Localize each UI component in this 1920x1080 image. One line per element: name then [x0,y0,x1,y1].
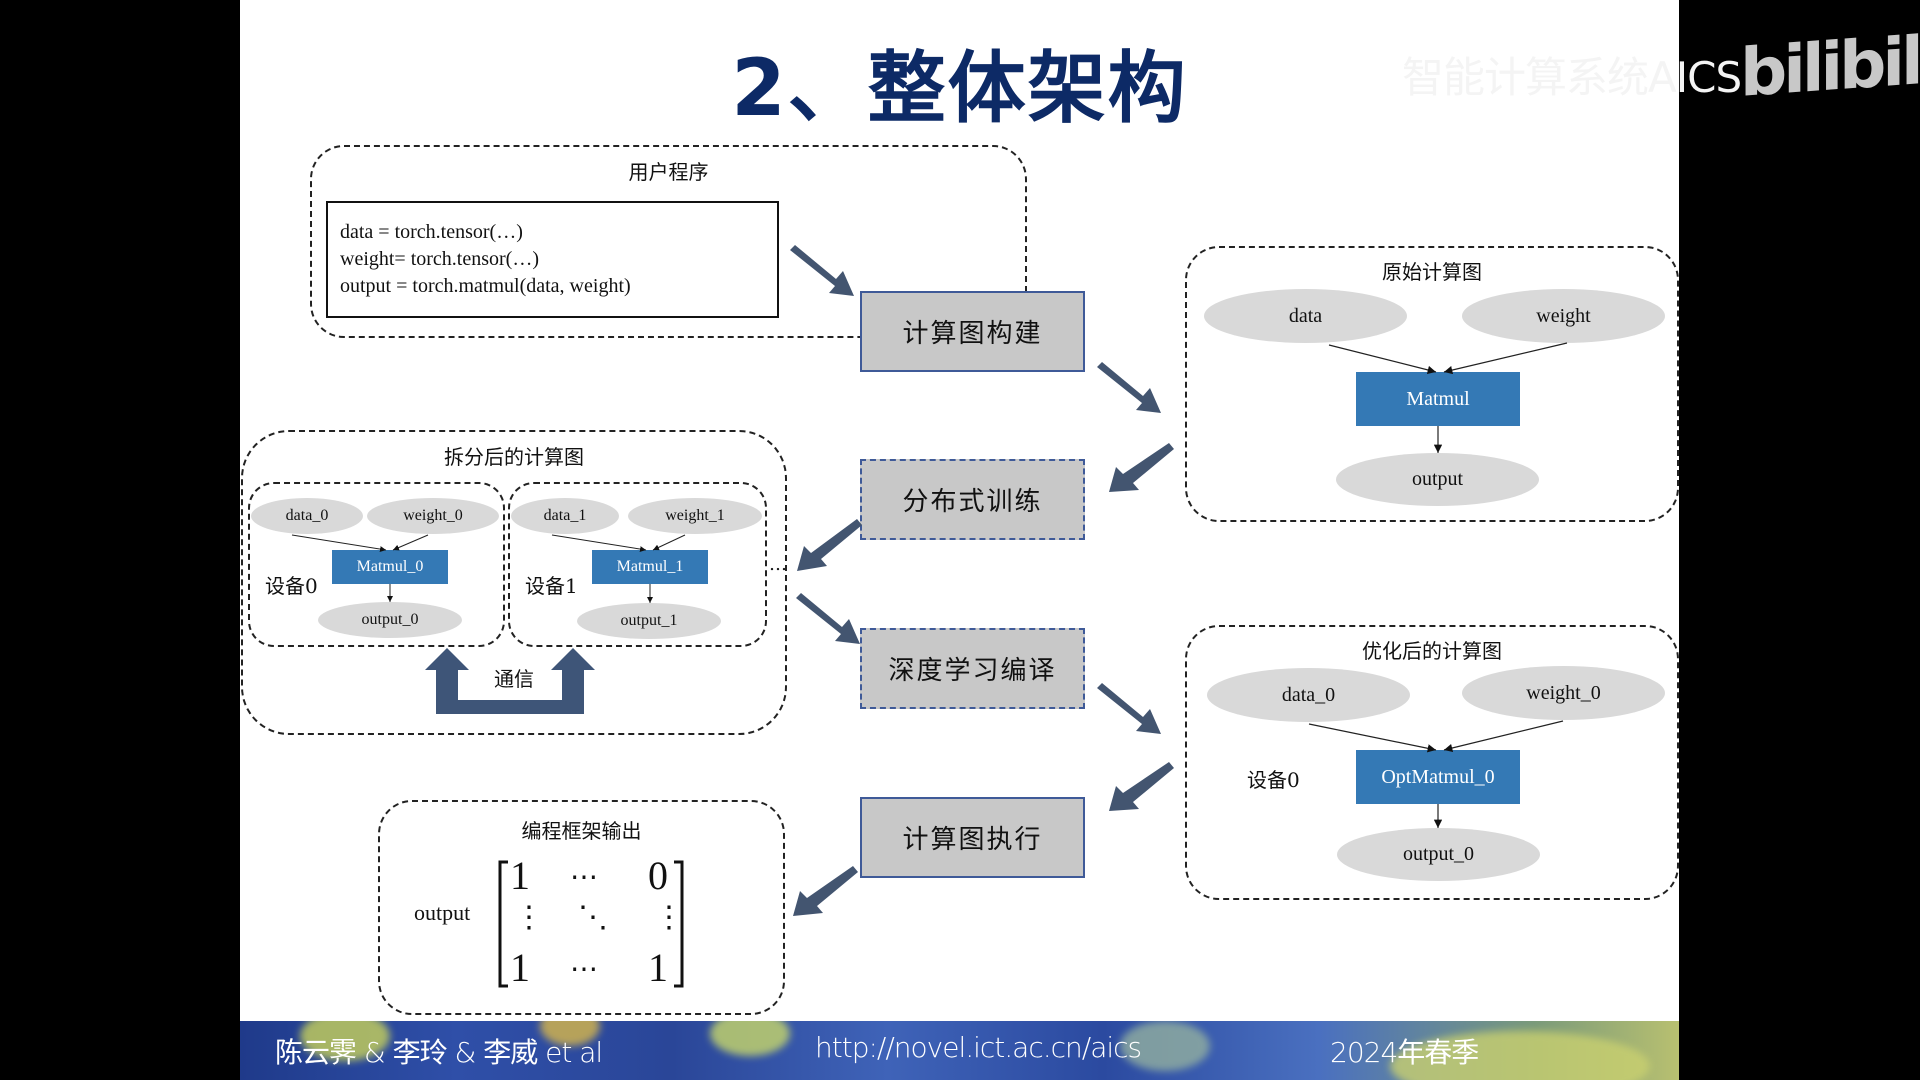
optimized-device-label: 设备0 [1247,768,1300,792]
footer: 陈云霁 & 李玲 & 李威 et al http://novel.ict.ac.… [240,1021,1679,1080]
optimized-graph-title: 优化后的计算图 [1362,639,1502,663]
framework-output-title: 编程框架输出 [521,819,642,843]
code-line: data = torch.tensor(…) [340,221,523,243]
flow-arrow-distributed-to-split [797,519,862,571]
stage-label: 计算图执行 [902,825,1043,855]
code-block: data = torch.tensor(…) weight= torch.ten… [326,201,779,318]
matrix-cell: ⋯ [570,862,598,893]
page-title: 2、整体架构 [731,44,1188,134]
flow-arrow-optimized-to-execute [1109,762,1174,811]
optimized-graph-box: 优化后的计算图 [1185,625,1679,900]
tensor-node-output0-opt: output_0 [1337,828,1540,881]
tensor-node-data: data [1204,289,1407,343]
original-graph-box: 原始计算图 [1185,246,1679,522]
op-node-matmul: Matmul [1356,372,1520,426]
output-label: output [414,900,471,925]
framework-output-box: 编程框架输出 [378,800,785,1015]
matrix-cell: ⋱ [578,901,608,934]
code-line: output = torch.matmul(data, weight) [340,275,631,297]
original-graph-title: 原始计算图 [1382,260,1482,284]
tensor-node-output1: output_1 [577,603,721,639]
more-devices-ellipsis: … [769,554,787,575]
tensor-node-output0: output_0 [318,602,462,638]
footer-term: 2024年春季 [1330,1036,1479,1069]
device0-label: 设备0 [265,574,318,598]
footer-authors: 陈云霁 & 李玲 & 李威 et al [275,1036,603,1069]
flow-arrow-execute-to-output [793,866,858,916]
matrix-cell: ⋯ [570,954,598,985]
stage-distributed-training: 分布式训练 [860,459,1085,540]
code-line: weight= torch.tensor(…) [340,248,540,270]
op-node-matmul1: Matmul_1 [592,550,708,584]
tensor-node-output: output [1336,453,1539,506]
stage-graph-build: 计算图构建 [860,291,1085,372]
matrix-cell: 1 [510,945,530,990]
stage-label: 深度学习编译 [888,656,1057,686]
matrix-cell: ⋮ [514,901,544,934]
slide: 2、整体架构 用户程序 data = torch.tensor(…) weigh… [240,0,1679,1080]
matrix-cell: ⋮ [654,901,684,934]
split-graph-box: 拆分后的计算图 [241,430,787,735]
tensor-node-weight1: weight_1 [628,498,762,534]
tensor-node-weight0-opt: weight_0 [1462,666,1665,720]
stage-dl-compile: 深度学习编译 [860,628,1085,709]
device1-label: 设备1 [525,574,578,598]
split-graph-title: 拆分后的计算图 [444,445,584,469]
bilibili-logo: bilibili [1740,21,1920,112]
flow-arrow-compile-to-optimized [1097,683,1161,734]
output-matrix: 1 ⋯ 0 ⋮ ⋱ ⋮ 1 ⋯ 1 [498,853,684,990]
stage-label: 计算图构建 [902,319,1043,349]
tensor-node-data1: data_1 [511,498,619,534]
course-watermark: 智能计算系统AICS [1402,53,1742,102]
tensor-node-data0-opt: data_0 [1207,668,1410,722]
stage-graph-execute: 计算图执行 [860,797,1085,878]
matrix-cell: 1 [648,945,668,990]
device1-box [508,482,767,647]
matrix-brackets [498,860,684,988]
matrix-cell: 0 [648,853,668,898]
tensor-node-weight: weight [1462,289,1665,343]
user-program-box: 用户程序 data = torch.tensor(…) weight= torc… [310,145,1027,338]
flow-arrow-original-to-distributed [1109,443,1174,492]
flow-arrow-split-to-compile [796,593,860,644]
footer-url[interactable]: http://novel.ict.ac.cn/aics [815,1031,1142,1064]
communication-label: 通信 [494,667,534,691]
device0-box [248,482,505,647]
op-node-matmul0: Matmul_0 [332,550,448,584]
tensor-node-weight0: weight_0 [367,498,499,534]
matrix-cell: 1 [510,853,530,898]
op-node-optmatmul0: OptMatmul_0 [1356,750,1520,804]
stage-label: 分布式训练 [902,487,1043,517]
tensor-node-data0: data_0 [251,498,363,534]
user-program-title: 用户程序 [628,160,709,184]
flow-arrow-build-to-original [1097,362,1161,413]
